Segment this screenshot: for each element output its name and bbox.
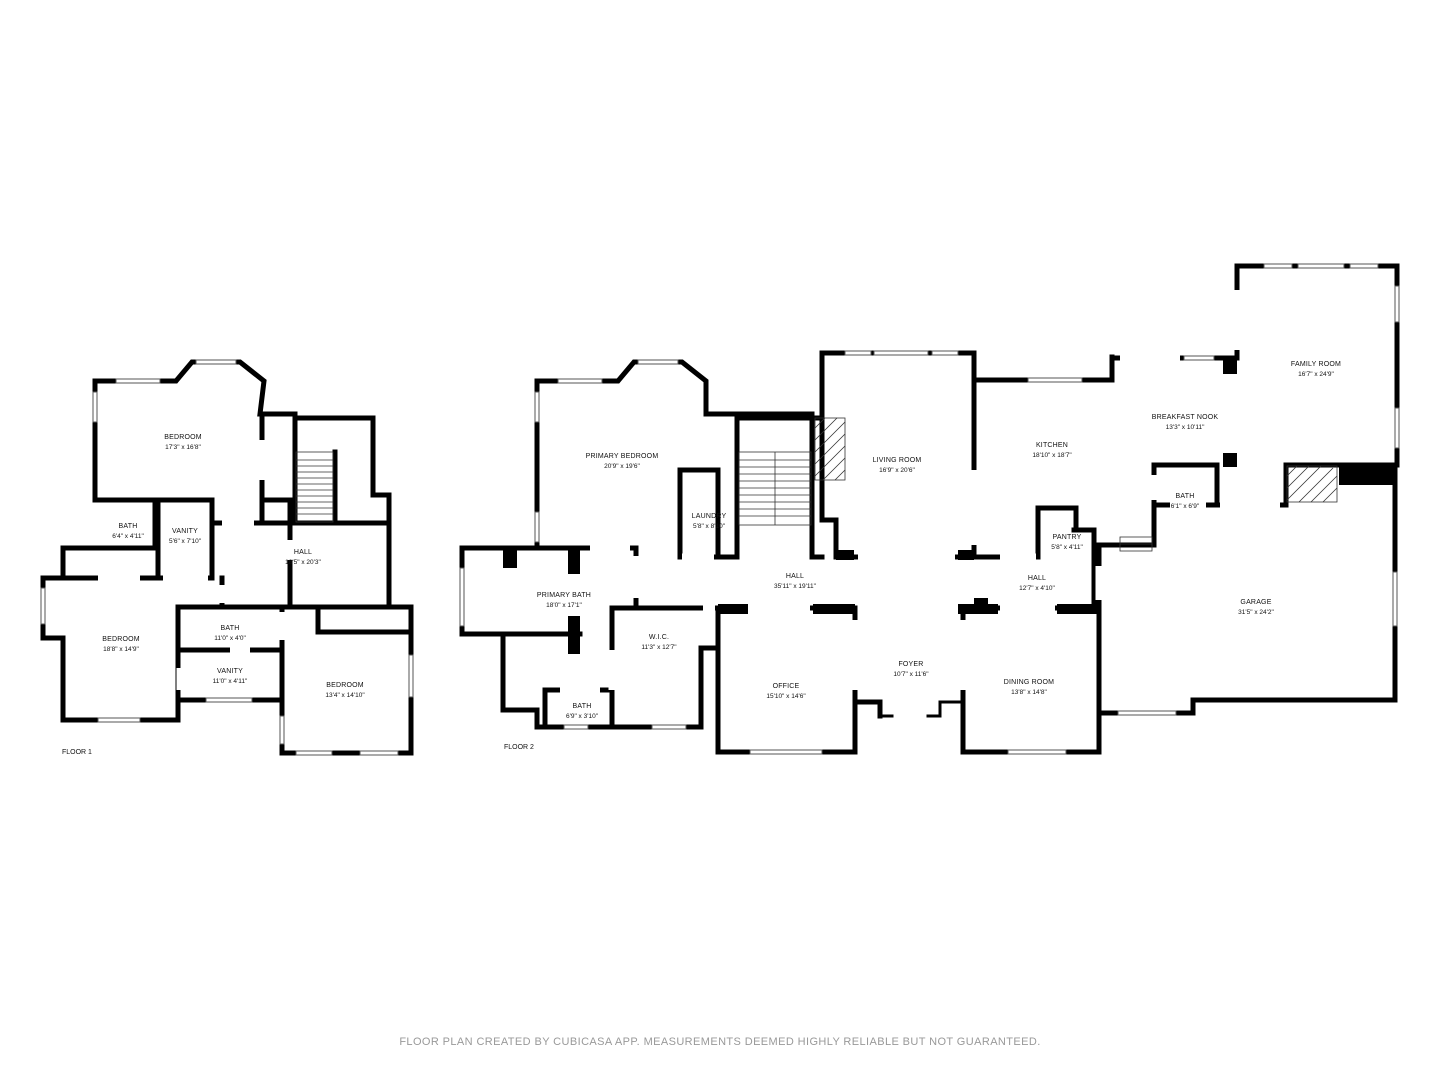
room-name: GARAGE [1240, 599, 1271, 606]
room-dimensions: 6'9" x 3'10" [566, 713, 599, 720]
floor-2-windows [459, 263, 1400, 755]
room-dimensions: 5'6" x 7'10" [169, 538, 202, 545]
room-name: OFFICE [773, 683, 800, 690]
room-name: BATH [221, 625, 240, 632]
floor-1-stairs [295, 451, 334, 523]
room-labels: BEDROOM 17'3" x 16'8" BATH 6'4" x 4'11" … [62, 361, 1341, 756]
room-name: BREAKFAST NOOK [1152, 414, 1219, 421]
room-name: LIVING ROOM [873, 457, 922, 464]
floor-2-exterior-wall [459, 263, 1400, 755]
room-dimensions: 35'11" x 19'11" [774, 583, 817, 590]
room-dimensions: 6'1" x 6'9" [1171, 503, 1200, 510]
room-dimensions: 13'4" x 14'10" [325, 692, 365, 699]
floor-2-label: FLOOR 2 [504, 744, 534, 751]
room-name: DINING ROOM [1004, 679, 1054, 686]
room-dimensions: 5'8" x 4'11" [1051, 544, 1083, 551]
room-name: BATH [573, 703, 592, 710]
floor-1-doors [98, 440, 294, 690]
room-dimensions: 15'10" x 14'6" [766, 693, 806, 700]
fireplace-living-room [814, 417, 846, 481]
room-dimensions: 6'4" x 4'11" [112, 533, 144, 540]
room-name: PANTRY [1053, 534, 1082, 541]
room-name: VANITY [217, 668, 243, 675]
room-dimensions: 18'5" x 20'3" [285, 559, 321, 566]
room-name: PRIMARY BEDROOM [586, 453, 659, 460]
room-dimensions: 13'8" x 14'8" [1011, 689, 1047, 696]
room-dimensions: 11'0" x 4'11" [213, 678, 248, 685]
room-name: BEDROOM [164, 434, 202, 441]
room-name: BEDROOM [102, 636, 140, 643]
room-name: HALL [1028, 575, 1046, 582]
footer-disclaimer: FLOOR PLAN CREATED BY CUBICASA APP. MEAS… [399, 1036, 1041, 1048]
room-dimensions: 11'0" x 4'0" [214, 635, 246, 642]
room-dimensions: 16'9" x 20'6" [879, 467, 915, 474]
room-dimensions: 12'7" x 4'10" [1019, 585, 1055, 592]
floor-2-plan [459, 263, 1400, 755]
fireplace-family-room [1286, 465, 1338, 503]
room-name: FOYER [898, 661, 923, 668]
room-dimensions: 31'5" x 24'2" [1238, 609, 1274, 616]
room-dimensions: 10'7" x 11'6" [893, 671, 929, 678]
room-name: W.I.C. [649, 634, 669, 641]
room-name: LAUNDRY [692, 513, 727, 520]
floor-2-doors [560, 290, 1280, 720]
room-name: BEDROOM [326, 682, 364, 689]
room-dimensions: 20'9" x 19'6" [604, 463, 640, 470]
floor-1-windows [40, 359, 414, 756]
room-dimensions: 18'0" x 17'1" [546, 602, 582, 609]
garage-steps [1119, 536, 1153, 552]
room-name: VANITY [172, 528, 198, 535]
room-name: HALL [786, 573, 804, 580]
room-dimensions: 17'3" x 16'8" [165, 444, 201, 451]
room-dimensions: 18'8" x 14'9" [103, 646, 139, 653]
room-dimensions: 18'10" x 18'7" [1032, 452, 1072, 459]
floor-2-stairs [738, 451, 812, 526]
floor-2-columns [503, 358, 1397, 654]
room-name: KITCHEN [1036, 442, 1068, 449]
floor-1-label: FLOOR 1 [62, 749, 92, 756]
floor-1-interior-wall [60, 415, 414, 703]
room-name: PRIMARY BATH [537, 592, 591, 599]
room-dimensions: 13'3" x 10'11" [1166, 424, 1205, 431]
room-name: BATH [1176, 493, 1195, 500]
room-name: HALL [294, 549, 312, 556]
room-name: BATH [119, 523, 138, 530]
room-dimensions: 5'8" x 8'10" [693, 523, 726, 530]
floor-1-plan [40, 359, 414, 756]
room-name: FAMILY ROOM [1291, 361, 1341, 368]
foyer-entry [878, 700, 965, 718]
room-dimensions: 16'7" x 24'9" [1298, 371, 1334, 378]
room-dimensions: 11'3" x 12'7" [641, 644, 677, 651]
